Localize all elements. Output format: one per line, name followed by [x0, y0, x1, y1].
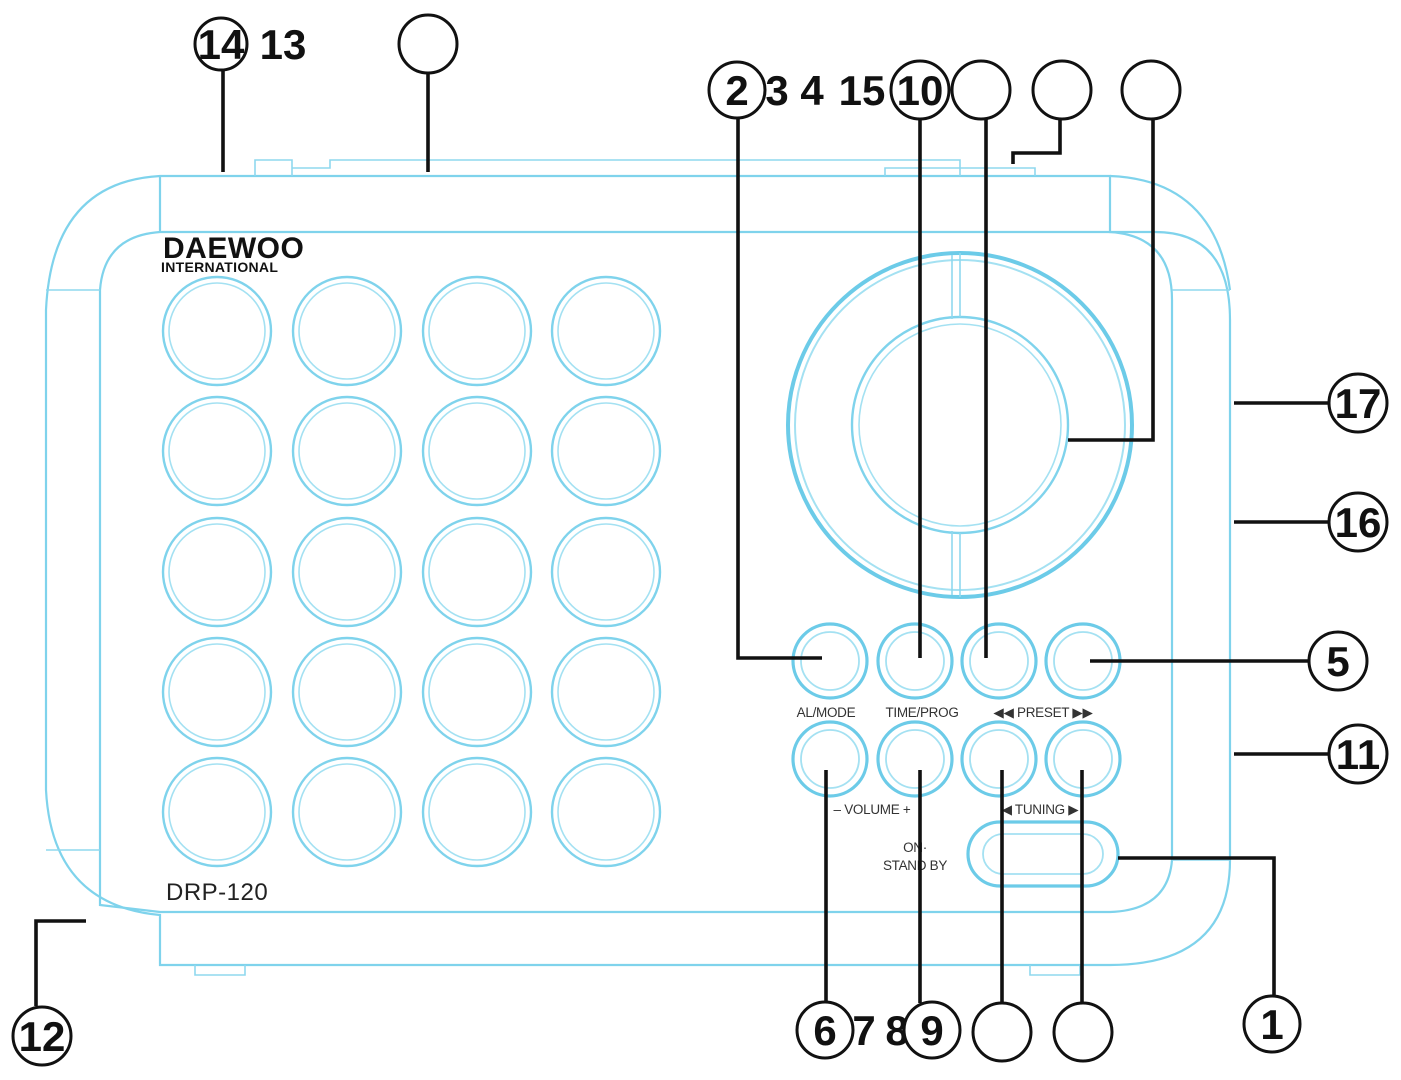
speaker-hole: [291, 756, 403, 868]
speaker-hole: [291, 636, 403, 748]
callout-circle-blank-2: [1031, 59, 1093, 121]
callout-circle-blank-5: [1052, 1001, 1114, 1063]
speaker-hole: [421, 275, 533, 387]
al-mode-button[interactable]: [791, 622, 869, 700]
callout-8: 8: [885, 1007, 908, 1054]
callout-circle-9: [902, 1000, 962, 1060]
callout-11: 11: [1336, 731, 1380, 778]
volume-up-button[interactable]: [876, 720, 954, 798]
speaker-hole: [161, 516, 273, 628]
leader-top-button: [1011, 118, 1062, 164]
label-time-prog: TIME/PROG: [885, 705, 958, 720]
tuning-back-button[interactable]: [960, 720, 1038, 798]
foot-right: [1029, 965, 1081, 976]
label-on: ON·: [903, 840, 927, 855]
callout-1: 1: [1260, 1001, 1283, 1048]
top-jack: [254, 159, 293, 176]
callout-circle-blank-top: [397, 13, 459, 75]
speaker-hole: [550, 395, 662, 507]
callout-16: 16: [1335, 499, 1382, 546]
callout-circle-10: [889, 59, 951, 121]
brand-name: DAEWOO: [163, 232, 304, 265]
callout-10: 10: [897, 67, 944, 114]
antenna-rail: [292, 159, 961, 176]
label-volume: – VOLUME +: [834, 802, 911, 817]
tuning-dial: [786, 251, 1134, 599]
callout-2: 2: [725, 67, 748, 114]
leader-lines: [34, 68, 1330, 1006]
leader-1: [1118, 856, 1276, 996]
speaker-hole: [291, 516, 403, 628]
standby-button[interactable]: [966, 820, 1120, 888]
speaker-hole: [161, 756, 273, 868]
leader-display: [1068, 118, 1155, 442]
label-tuning: ◀ TUNING ▶: [1002, 802, 1080, 817]
top-button-housing: [884, 167, 1036, 176]
model-name: DRP-120: [166, 879, 268, 906]
callout-circle-17: [1327, 372, 1389, 434]
control-buttons: [791, 622, 1122, 798]
outer-frame: [44, 174, 1232, 967]
speaker-hole: [421, 636, 533, 748]
callout-13: 13: [260, 21, 307, 68]
speaker-hole: [550, 275, 662, 387]
speaker-hole: [161, 395, 273, 507]
callout-circle-blank-3: [1120, 59, 1182, 121]
speaker-hole: [550, 756, 662, 868]
callout-circle-blank-1: [950, 59, 1012, 121]
callout-4: 4: [800, 67, 824, 114]
leader-2: [736, 116, 822, 660]
callouts: 14 13 2 3 4 15 10 17 16 5 11 12 6 7 8 9: [11, 13, 1389, 1067]
callout-circle-blank-4: [971, 1001, 1033, 1063]
speaker-hole: [550, 516, 662, 628]
callout-14: 14: [198, 21, 245, 68]
brand-subtitle: INTERNATIONAL: [161, 259, 278, 275]
foot-left: [194, 965, 246, 976]
speaker-hole: [421, 516, 533, 628]
callout-7: 7: [852, 1007, 875, 1054]
label-standby: STAND BY: [883, 858, 947, 873]
callout-circle-14: [193, 16, 249, 72]
label-preset: ◀◀ PRESET ▶▶: [993, 705, 1093, 720]
callout-15: 15: [839, 67, 886, 114]
preset-back-button[interactable]: [960, 622, 1038, 700]
callout-circle-12: [11, 1005, 73, 1067]
volume-down-button[interactable]: [791, 720, 869, 798]
speaker-hole: [291, 395, 403, 507]
callout-12: 12: [19, 1013, 66, 1060]
callout-circle-16: [1327, 491, 1389, 553]
speaker-hole: [421, 395, 533, 507]
callout-5: 5: [1326, 638, 1349, 685]
speaker-hole: [550, 636, 662, 748]
speaker-hole: [421, 756, 533, 868]
speaker-grille: [161, 275, 662, 868]
top-right-curve: [1109, 174, 1232, 291]
speaker-hole: [161, 275, 273, 387]
callout-9: 9: [920, 1007, 943, 1054]
time-prog-button[interactable]: [876, 622, 954, 700]
speaker-hole: [291, 275, 403, 387]
callout-6: 6: [813, 1007, 836, 1054]
speaker-hole: [161, 636, 273, 748]
leader-12: [34, 919, 86, 1006]
label-al-mode: AL/MODE: [797, 705, 856, 720]
callout-circle-5: [1307, 630, 1369, 692]
callout-17: 17: [1335, 380, 1382, 427]
callout-3: 3: [765, 67, 788, 114]
callout-circle-2: [707, 60, 767, 120]
callout-circle-6: [795, 1000, 855, 1060]
callout-circle-11: [1327, 723, 1389, 785]
callout-circle-1: [1242, 994, 1302, 1054]
